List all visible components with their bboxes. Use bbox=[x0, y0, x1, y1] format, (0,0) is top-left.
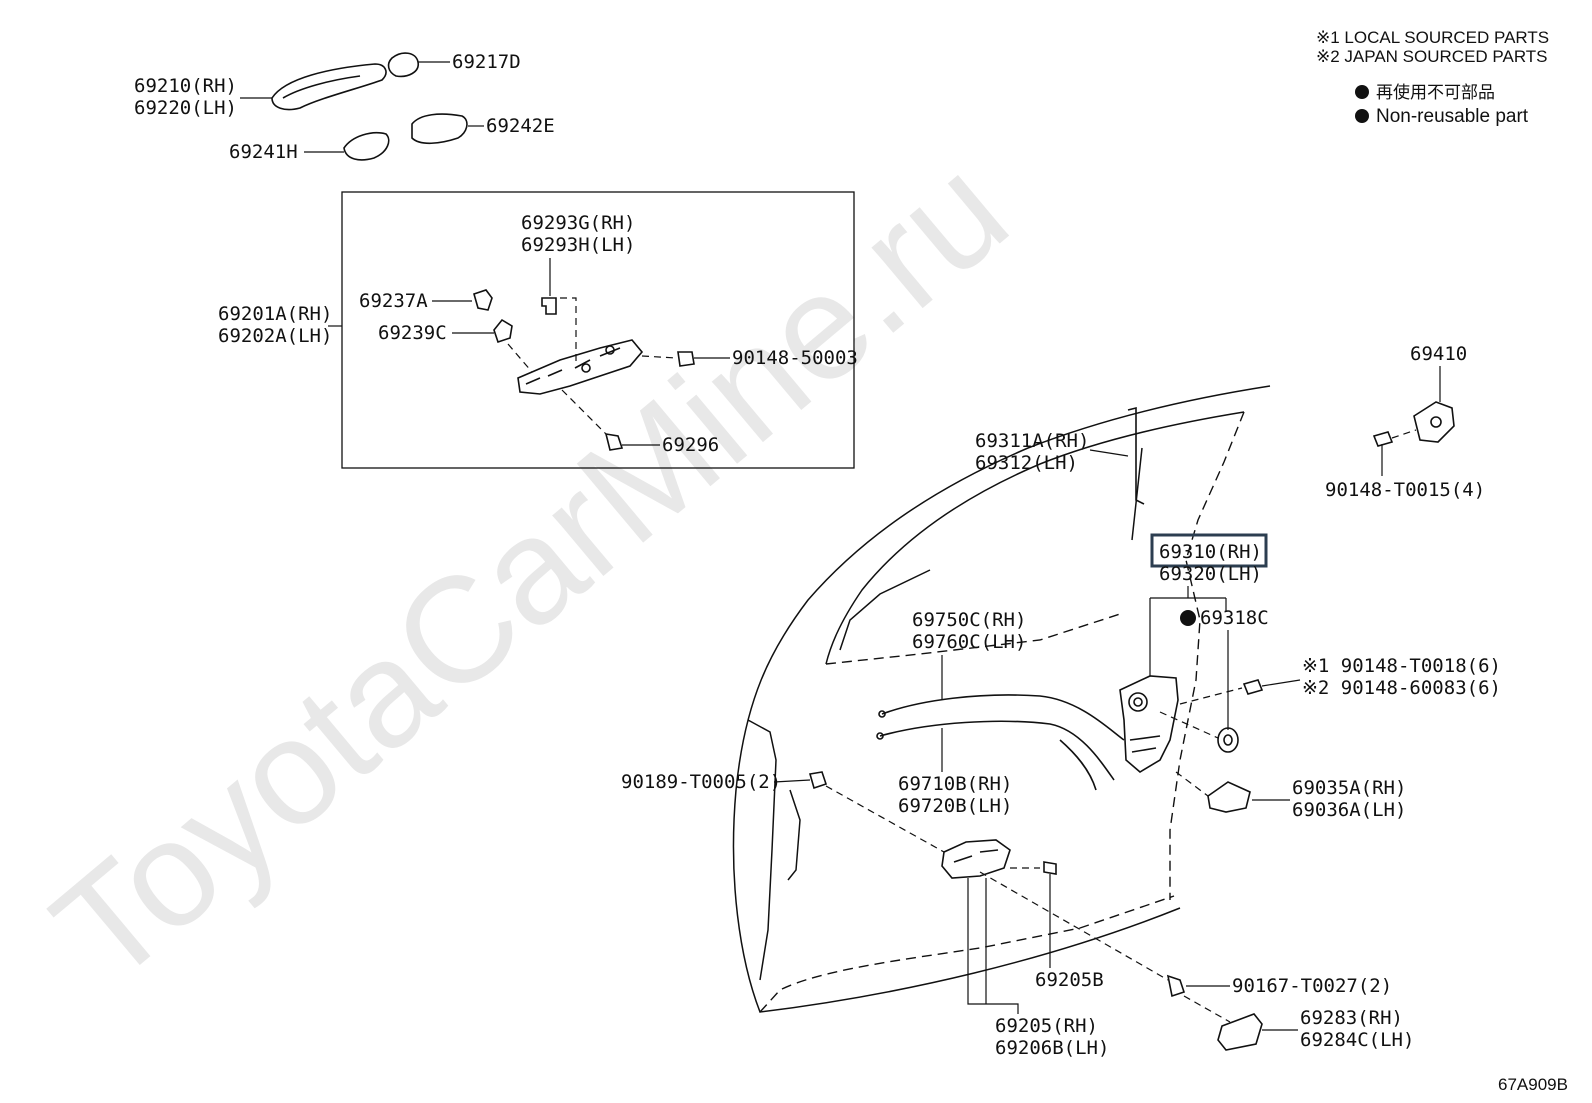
label-69035a: 69035A(RH) bbox=[1292, 777, 1406, 799]
watermark: ToyotaCarMine.ru bbox=[23, 125, 1038, 1015]
handle-pad-part[interactable] bbox=[411, 113, 468, 145]
label-69205: 69205(RH) bbox=[995, 1015, 1098, 1037]
label-90189-t0005: 90189-T0005(2) bbox=[621, 771, 781, 793]
label-90167-t0027: 90167-T0027(2) bbox=[1232, 975, 1392, 997]
label-90148-60083: ※2 90148-60083(6) bbox=[1302, 677, 1501, 699]
label-69206b: 69206B(LH) bbox=[995, 1037, 1109, 1059]
label-69296: 69296 bbox=[662, 434, 719, 456]
cover-69035a-part[interactable] bbox=[1207, 781, 1251, 813]
highlight-box-69310 bbox=[1150, 533, 1268, 568]
screw-69205b-part[interactable] bbox=[1043, 861, 1057, 875]
screw-90167-t0027-part[interactable] bbox=[1166, 974, 1186, 998]
cable-69710b-part[interactable] bbox=[876, 720, 1115, 791]
screw-69296-part[interactable] bbox=[604, 433, 624, 451]
label-69283: 69283(RH) bbox=[1300, 1007, 1403, 1029]
screw-90148-t0015-part[interactable] bbox=[1372, 431, 1394, 447]
label-69710b: 69710B(RH) bbox=[898, 773, 1012, 795]
label-69220: 69220(LH) bbox=[134, 97, 237, 119]
label-69241h: 69241H bbox=[229, 141, 298, 163]
label-69205b: 69205B bbox=[1035, 969, 1104, 991]
legend-japan-sourced: ※2 JAPAN SOURCED PARTS bbox=[1316, 47, 1548, 66]
label-69201a: 69201A(RH) bbox=[218, 303, 332, 325]
diagram-code: 67A909B bbox=[1498, 1075, 1568, 1094]
legend-non-reusable-jp: 再使用不可部品 bbox=[1376, 82, 1495, 102]
cover-69283-part[interactable] bbox=[1217, 1013, 1263, 1051]
cable-69750c-part[interactable] bbox=[878, 694, 1125, 741]
label-69239c: 69239C bbox=[378, 322, 447, 344]
label-69320: 69320(LH) bbox=[1159, 563, 1262, 585]
lock-rod-69311a-part[interactable] bbox=[1127, 406, 1145, 505]
label-90148-50003: 90148-50003 bbox=[732, 347, 858, 369]
label-69293g: 69293G(RH) bbox=[521, 212, 635, 234]
handle-gasket-part[interactable] bbox=[343, 132, 390, 161]
label-69410: 69410 bbox=[1410, 343, 1467, 365]
inside-handle-69205-part[interactable] bbox=[941, 839, 1011, 879]
non-reusable-bullet-icon bbox=[1355, 109, 1369, 123]
label-69202a: 69202A(LH) bbox=[218, 325, 332, 347]
label-69720b: 69720B(LH) bbox=[898, 795, 1012, 817]
label-69318c: 69318C bbox=[1200, 607, 1269, 629]
label-69293h: 69293H(LH) bbox=[521, 234, 635, 256]
label-69036a: 69036A(LH) bbox=[1292, 799, 1406, 821]
label-69242e: 69242E bbox=[486, 115, 555, 137]
clip-69239c-part[interactable] bbox=[493, 318, 513, 344]
clip-69293-part[interactable] bbox=[541, 297, 557, 315]
outside-handle-part[interactable] bbox=[271, 63, 387, 111]
label-69284c: 69284C(LH) bbox=[1300, 1029, 1414, 1051]
clip-90189-t0005-part[interactable] bbox=[808, 771, 828, 790]
clip-69237a-part[interactable] bbox=[473, 289, 493, 311]
label-69237a: 69237A bbox=[359, 290, 428, 312]
label-69760c: 69760C(LH) bbox=[912, 631, 1026, 653]
bolt-90148-50003-part[interactable] bbox=[677, 351, 695, 367]
label-90148-t0015: 90148-T0015(4) bbox=[1325, 479, 1485, 501]
handle-cap-part[interactable] bbox=[387, 52, 419, 78]
label-69217d: 69217D bbox=[452, 51, 521, 73]
label-69210: 69210(RH) bbox=[134, 75, 237, 97]
label-69311a: 69311A(RH) bbox=[975, 430, 1089, 452]
non-reusable-bullet-icon bbox=[1180, 610, 1196, 626]
striker-69410-part[interactable] bbox=[1413, 401, 1455, 443]
legend-local-sourced: ※1 LOCAL SOURCED PARTS bbox=[1316, 28, 1549, 47]
label-90148-t0018: ※1 90148-T0018(6) bbox=[1302, 655, 1501, 677]
screw-90148-t0018-part[interactable] bbox=[1242, 679, 1264, 695]
door-lock-69310-part[interactable] bbox=[1119, 675, 1179, 773]
legend-non-reusable-en: Non-reusable part bbox=[1376, 106, 1529, 127]
label-69310[interactable]: 69310(RH) bbox=[1159, 541, 1262, 563]
frame-assy-box bbox=[341, 191, 855, 469]
washer-69318c-part[interactable] bbox=[1217, 727, 1239, 753]
door-outline bbox=[732, 385, 1271, 1013]
label-69750c: 69750C(RH) bbox=[912, 609, 1026, 631]
label-69312: 69312(LH) bbox=[975, 452, 1078, 474]
frame-69201a-part[interactable] bbox=[517, 339, 644, 395]
non-reusable-bullet-icon bbox=[1355, 85, 1369, 99]
